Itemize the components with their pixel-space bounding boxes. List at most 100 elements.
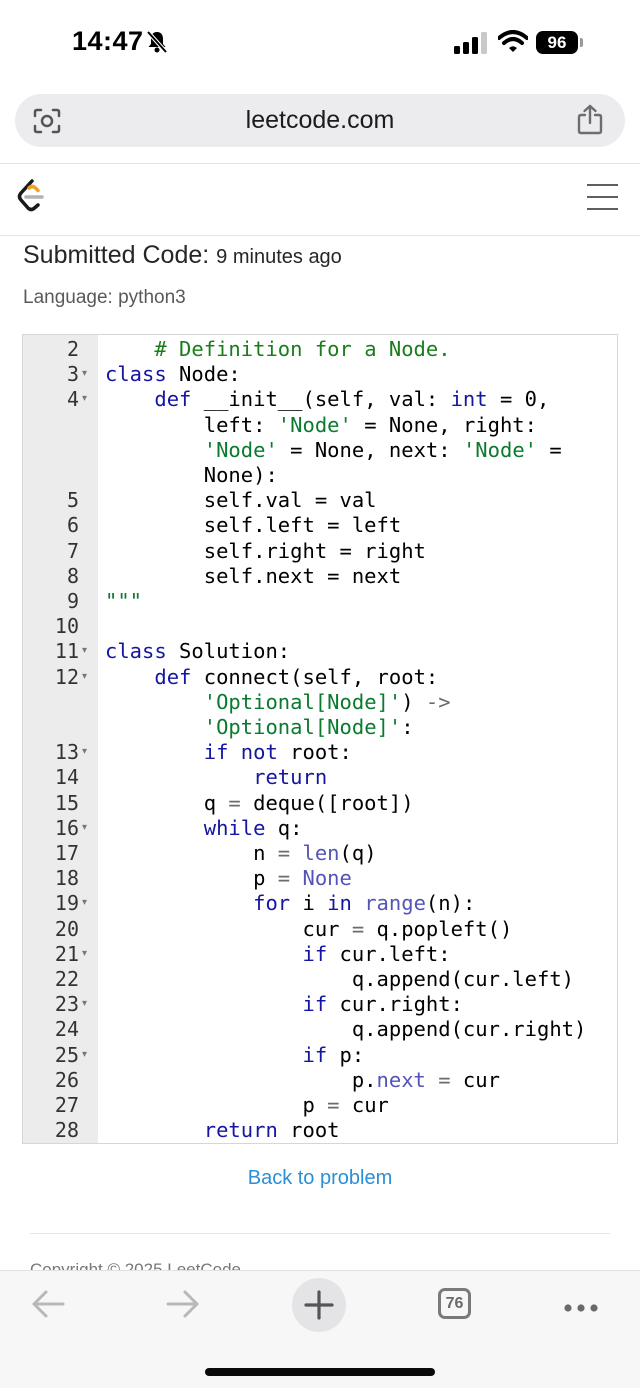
code-token	[105, 438, 204, 462]
code-text: 'Optional[Node]':	[105, 715, 414, 739]
code-text: if cur.right:	[105, 992, 462, 1016]
line-number: 3	[66, 362, 79, 387]
code-token: def	[154, 387, 192, 412]
fold-toggle-icon[interactable]: ▾	[82, 1048, 88, 1060]
code-token: =	[277, 841, 291, 865]
fold-toggle-icon[interactable]: ▾	[82, 897, 88, 909]
code-token: None	[302, 866, 352, 891]
more-icon[interactable]	[563, 1300, 599, 1318]
code-token: left:	[105, 412, 278, 437]
code-token	[105, 765, 253, 789]
fold-toggle-icon[interactable]: ▾	[82, 393, 88, 405]
fold-toggle-icon[interactable]: ▾	[82, 746, 88, 758]
fold-toggle-icon[interactable]: ▾	[82, 821, 88, 833]
code-line: 13▾ if not root:	[23, 739, 617, 764]
code-token: q.append(cur.right)	[105, 1017, 587, 1042]
code-line: 12▾ def connect(self, root:	[23, 664, 617, 689]
code-token	[105, 992, 302, 1016]
code-line: 4▾ def __init__(self, val: int = 0,	[23, 386, 617, 411]
line-number: 20	[54, 916, 79, 941]
address-bar[interactable]: leetcode.com	[15, 94, 625, 147]
code-token	[290, 841, 302, 865]
code-line: 10	[23, 613, 617, 638]
submission-title: Submitted Code:	[23, 241, 210, 269]
submission-time-ago: 9 minutes ago	[216, 246, 342, 268]
line-number: 16	[54, 815, 79, 840]
code-token	[105, 1118, 204, 1142]
code-token: return	[253, 765, 328, 790]
fold-toggle-icon[interactable]: ▾	[82, 947, 88, 959]
code-token	[105, 387, 154, 411]
code-line: 28 return root	[23, 1117, 617, 1142]
code-token: p.	[105, 1067, 377, 1092]
code-text: 'Node' = None, next: 'Node' =	[105, 438, 562, 462]
code-token: =	[351, 916, 365, 941]
fold-toggle-icon[interactable]: ▾	[82, 368, 88, 380]
code-line: 2 # Definition for a Node.	[23, 336, 617, 361]
code-token: """	[105, 589, 143, 613]
fold-toggle-icon[interactable]: ▾	[82, 645, 88, 657]
code-token: = None, right:	[351, 412, 537, 437]
url-text[interactable]: leetcode.com	[245, 106, 395, 134]
code-token: Solution:	[166, 639, 291, 664]
code-token: return	[203, 1118, 278, 1143]
line-number: 7	[66, 538, 79, 563]
lens-icon[interactable]	[32, 107, 62, 140]
code-token: class	[105, 639, 167, 664]
submission-language: Language: python3	[23, 287, 186, 308]
code-text: if cur.left:	[105, 941, 451, 966]
code-text: p = None	[105, 866, 352, 890]
code-token: cur	[339, 1093, 389, 1117]
code-token: cur	[105, 916, 352, 941]
code-token: i	[290, 891, 328, 916]
forward-arrow-icon[interactable]	[165, 1288, 201, 1325]
code-token: (n):	[425, 891, 476, 916]
code-line: 22 q.append(cur.left)	[23, 966, 617, 991]
code-text: # Definition for a Node.	[105, 337, 450, 361]
code-line: 20 cur = q.popleft()	[23, 916, 617, 941]
code-token: not	[240, 740, 278, 765]
code-token	[228, 740, 240, 764]
code-line: 14 return	[23, 764, 617, 789]
code-text: q.append(cur.right)	[105, 1017, 587, 1042]
code-line: 7 self.right = right	[23, 538, 617, 563]
code-viewer[interactable]: 2 # Definition for a Node.3▾class Node:4…	[22, 334, 618, 1144]
code-token: if	[302, 941, 328, 966]
code-token: __init__(self, val:	[191, 387, 451, 412]
code-token: cur.left:	[327, 941, 451, 966]
header-divider	[0, 163, 640, 164]
menu-icon[interactable]	[587, 184, 618, 220]
status-time: 14:47	[72, 26, 144, 56]
leetcode-logo-icon[interactable]	[16, 178, 48, 219]
browser-toolbar: 76	[0, 1270, 640, 1388]
code-token: self.left = left	[105, 513, 402, 538]
back-arrow-icon[interactable]	[30, 1288, 66, 1325]
line-number: 19	[54, 891, 79, 916]
code-token: =	[277, 866, 291, 891]
code-line: 23▾ if cur.right:	[23, 991, 617, 1016]
line-number: 5	[66, 488, 79, 513]
share-icon[interactable]	[576, 104, 604, 141]
code-text: self.right = right	[105, 539, 426, 563]
line-number: 22	[54, 967, 79, 991]
line-number: 17	[54, 841, 79, 865]
home-indicator	[205, 1368, 435, 1376]
code-token	[426, 1068, 438, 1092]
fold-toggle-icon[interactable]: ▾	[82, 670, 88, 682]
code-text: q = deque([root])	[105, 791, 414, 815]
code-token	[105, 1043, 302, 1067]
tabs-icon[interactable]: 76	[438, 1288, 471, 1319]
plus-icon[interactable]	[292, 1278, 346, 1332]
line-number: 27	[54, 1093, 79, 1117]
code-token: def	[154, 664, 192, 689]
fold-toggle-icon[interactable]: ▾	[82, 998, 88, 1010]
code-text: q.append(cur.left)	[105, 967, 574, 991]
code-line: 6 self.left = left	[23, 512, 617, 537]
line-number: 28	[54, 1118, 79, 1143]
code-text: class Solution:	[105, 639, 290, 663]
code-token: None):	[105, 463, 278, 487]
code-token: while	[203, 815, 266, 840]
back-to-problem-link[interactable]: Back to problem	[247, 1167, 393, 1189]
code-token: = 0,	[487, 387, 550, 412]
code-text: self.left = left	[105, 513, 401, 537]
